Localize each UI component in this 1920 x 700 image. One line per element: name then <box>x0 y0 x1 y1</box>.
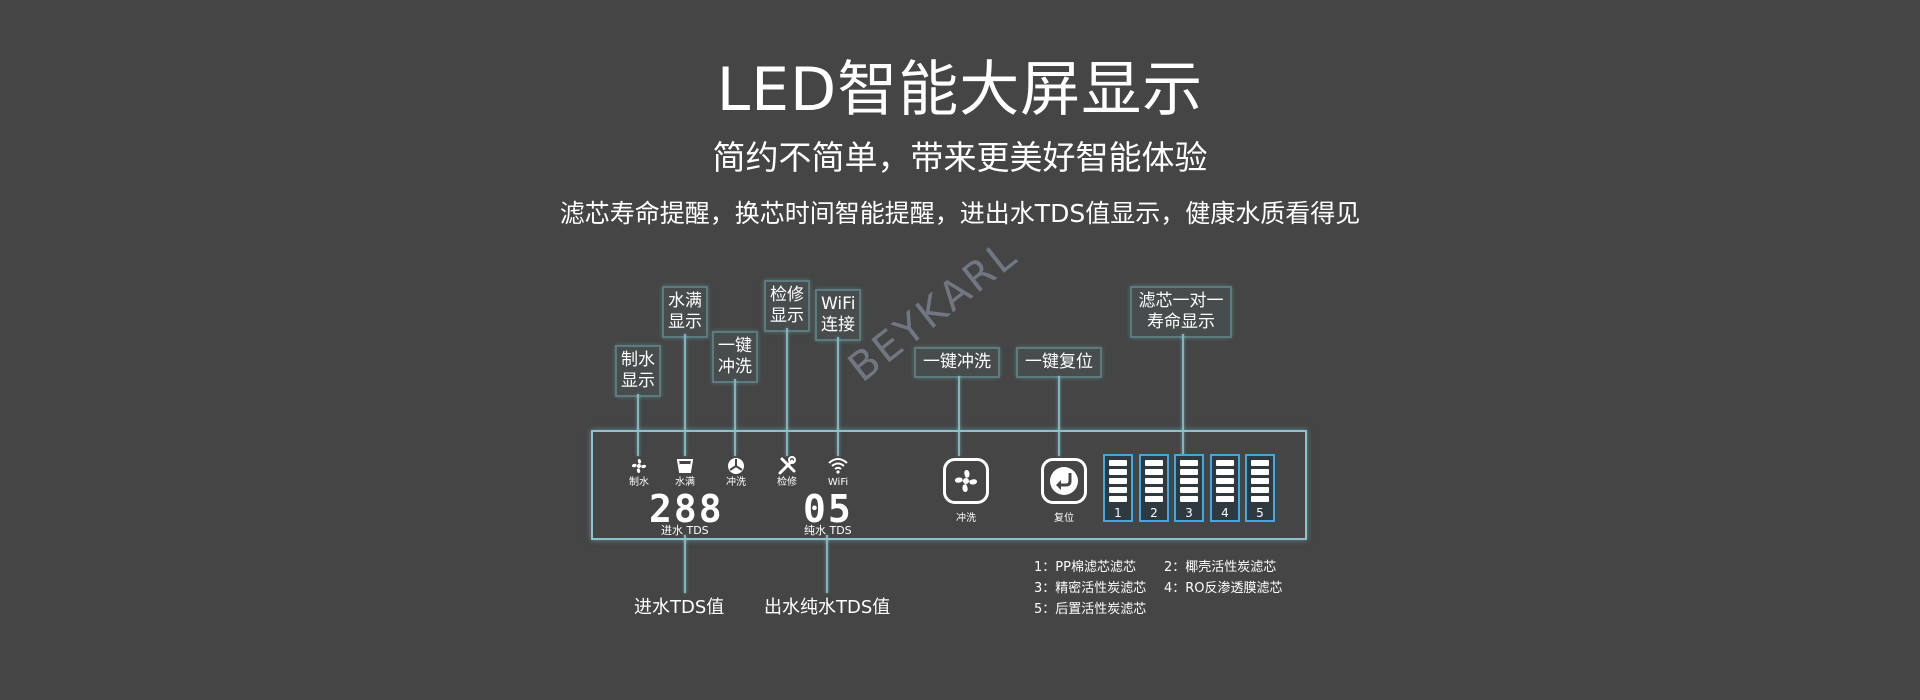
inlet-tds-caption: 进水TDS值 <box>634 597 725 618</box>
callout-filter-life: 滤芯一对一 寿命显示 <box>1130 286 1232 338</box>
icon-label-shuiman: 水满 <box>675 477 695 488</box>
legend-item-4: 4：RO反渗透膜滤芯 <box>1164 581 1283 596</box>
callout-wifi-line2: 连接 <box>821 315 855 335</box>
page-description: 滤芯寿命提醒，换芯时间智能提醒，进出水TDS值显示，健康水质看得见 <box>559 199 1361 228</box>
callout-wifi-line1: WiFi <box>821 294 856 314</box>
filter-indicator-3: 3 <box>1174 454 1204 522</box>
filter-number-2: 2 <box>1150 506 1158 520</box>
callout-shuiman-line2: 显示 <box>668 312 702 332</box>
control-panel: 制水 水满 冲洗 检修 WiFi 288 进水 TDS 05 纯水 TDS 冲洗 <box>591 430 1307 540</box>
connector-chongxi <box>734 379 736 456</box>
callout-chongxi-line2: 冲洗 <box>718 357 752 377</box>
callout-filter-life-line1: 滤芯一对一 <box>1138 291 1224 311</box>
fan-icon <box>954 469 978 493</box>
filter-indicator-5: 5 <box>1245 454 1275 522</box>
filter-number-4: 4 <box>1221 506 1229 520</box>
callout-reset-button: 一键复位 <box>1016 347 1102 378</box>
legend-item-3: 3：精密活性炭滤芯 <box>1034 581 1147 596</box>
callout-zhishui-line2: 显示 <box>621 371 655 391</box>
connector-reset <box>1058 376 1060 456</box>
connector-jianxiu <box>786 328 788 456</box>
icon-label-zhishui: 制水 <box>629 477 649 488</box>
reset-button-label: 复位 <box>1054 513 1074 524</box>
callout-filter-life-line2: 寿命显示 <box>1147 312 1215 332</box>
flush-button[interactable] <box>943 458 989 504</box>
callout-chongxi: 一键 冲洗 <box>712 331 758 383</box>
fan-icon <box>631 458 647 474</box>
connector-shuiman <box>684 334 686 456</box>
callout-flush-button: 一键冲洗 <box>914 347 1000 378</box>
filter-indicator-2: 2 <box>1139 454 1169 522</box>
callout-zhishui-line1: 制水 <box>621 350 655 370</box>
filter-number-1: 1 <box>1114 506 1122 520</box>
callout-chongxi-line1: 一键 <box>718 336 752 356</box>
outlet-tds-caption: 出水纯水TDS值 <box>764 597 891 618</box>
callout-wifi: WiFi 连接 <box>815 289 861 341</box>
page-title: LED智能大屏显示 <box>716 55 1204 125</box>
legend-item-5: 5：后置活性炭滤芯 <box>1034 602 1147 617</box>
callout-zhishui: 制水 显示 <box>615 345 661 397</box>
icon-label-wifi: WiFi <box>827 477 849 488</box>
pure-tds-display: 05 <box>803 487 853 531</box>
callout-shuiman: 水满 显示 <box>662 286 708 338</box>
connector-wifi <box>837 337 839 456</box>
filter-number-5: 5 <box>1256 506 1264 520</box>
callout-jianxiu: 检修 显示 <box>764 280 810 332</box>
connector-outlet-tds <box>826 535 828 593</box>
flush-icon <box>728 458 744 474</box>
inlet-tds-label: 进水 TDS <box>661 524 709 537</box>
filter-indicator-1: 1 <box>1103 454 1133 522</box>
connector-zhishui <box>637 394 639 456</box>
connector-inlet-tds <box>684 535 686 593</box>
connector-flush <box>958 376 960 456</box>
page-subtitle: 简约不简单，带来更美好智能体验 <box>712 138 1208 177</box>
icon-label-chongxi: 冲洗 <box>726 477 746 488</box>
callout-shuiman-line1: 水满 <box>668 291 702 311</box>
water-tank-icon <box>676 459 694 473</box>
reset-button[interactable] <box>1041 458 1087 504</box>
wifi-icon <box>828 458 848 474</box>
callout-jianxiu-line2: 显示 <box>770 306 804 326</box>
inlet-tds-display: 288 <box>649 487 724 531</box>
filter-number-3: 3 <box>1185 506 1193 520</box>
icon-label-jianxiu: 检修 <box>777 477 797 488</box>
pure-tds-label: 纯水 TDS <box>804 524 852 537</box>
filter-indicator-4: 4 <box>1210 454 1240 522</box>
flush-button-label: 冲洗 <box>956 513 976 524</box>
wrench-icon <box>778 456 796 475</box>
callout-jianxiu-line1: 检修 <box>770 285 804 305</box>
legend-item-2: 2：椰壳活性炭滤芯 <box>1164 560 1277 575</box>
return-arrow-icon <box>1050 467 1078 495</box>
legend-item-1: 1：PP棉滤芯滤芯 <box>1034 560 1136 575</box>
connector-filter-life <box>1182 334 1184 456</box>
